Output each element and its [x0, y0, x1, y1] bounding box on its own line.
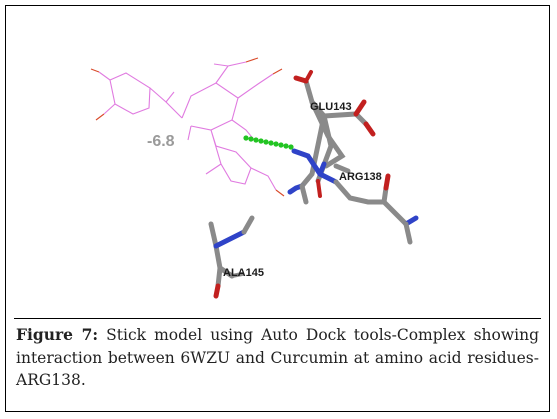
- molecular-docking-figure: -6.8 GLU143 ARG138 ALA145: [6, 6, 551, 316]
- residue-label-ala145: ALA145: [223, 267, 264, 279]
- caption-text: Stick model using Auto Dock tools-Comple…: [16, 326, 539, 389]
- residue-label-arg138: ARG138: [339, 171, 382, 183]
- residue-arg138: [287, 148, 419, 245]
- hydrogen-bond: [243, 135, 294, 150]
- caption-divider: [14, 318, 541, 319]
- figure-frame: -6.8 GLU143 ARG138 ALA145 Figure 7: Stic…: [5, 5, 550, 412]
- binding-energy-label: -6.8: [147, 133, 175, 150]
- docking-stick-model: -6.8 GLU143 ARG138 ALA145: [90, 57, 419, 299]
- ligand-curcumin: [98, 61, 277, 191]
- residue-ala145: [208, 215, 255, 299]
- caption-label: Figure 7:: [16, 325, 99, 344]
- residue-label-glu143: GLU143: [310, 101, 352, 113]
- ligand-oxygens: [90, 57, 285, 197]
- residue-glu143: [293, 70, 376, 189]
- figure-caption: Figure 7: Stick model using Auto Dock to…: [16, 324, 539, 392]
